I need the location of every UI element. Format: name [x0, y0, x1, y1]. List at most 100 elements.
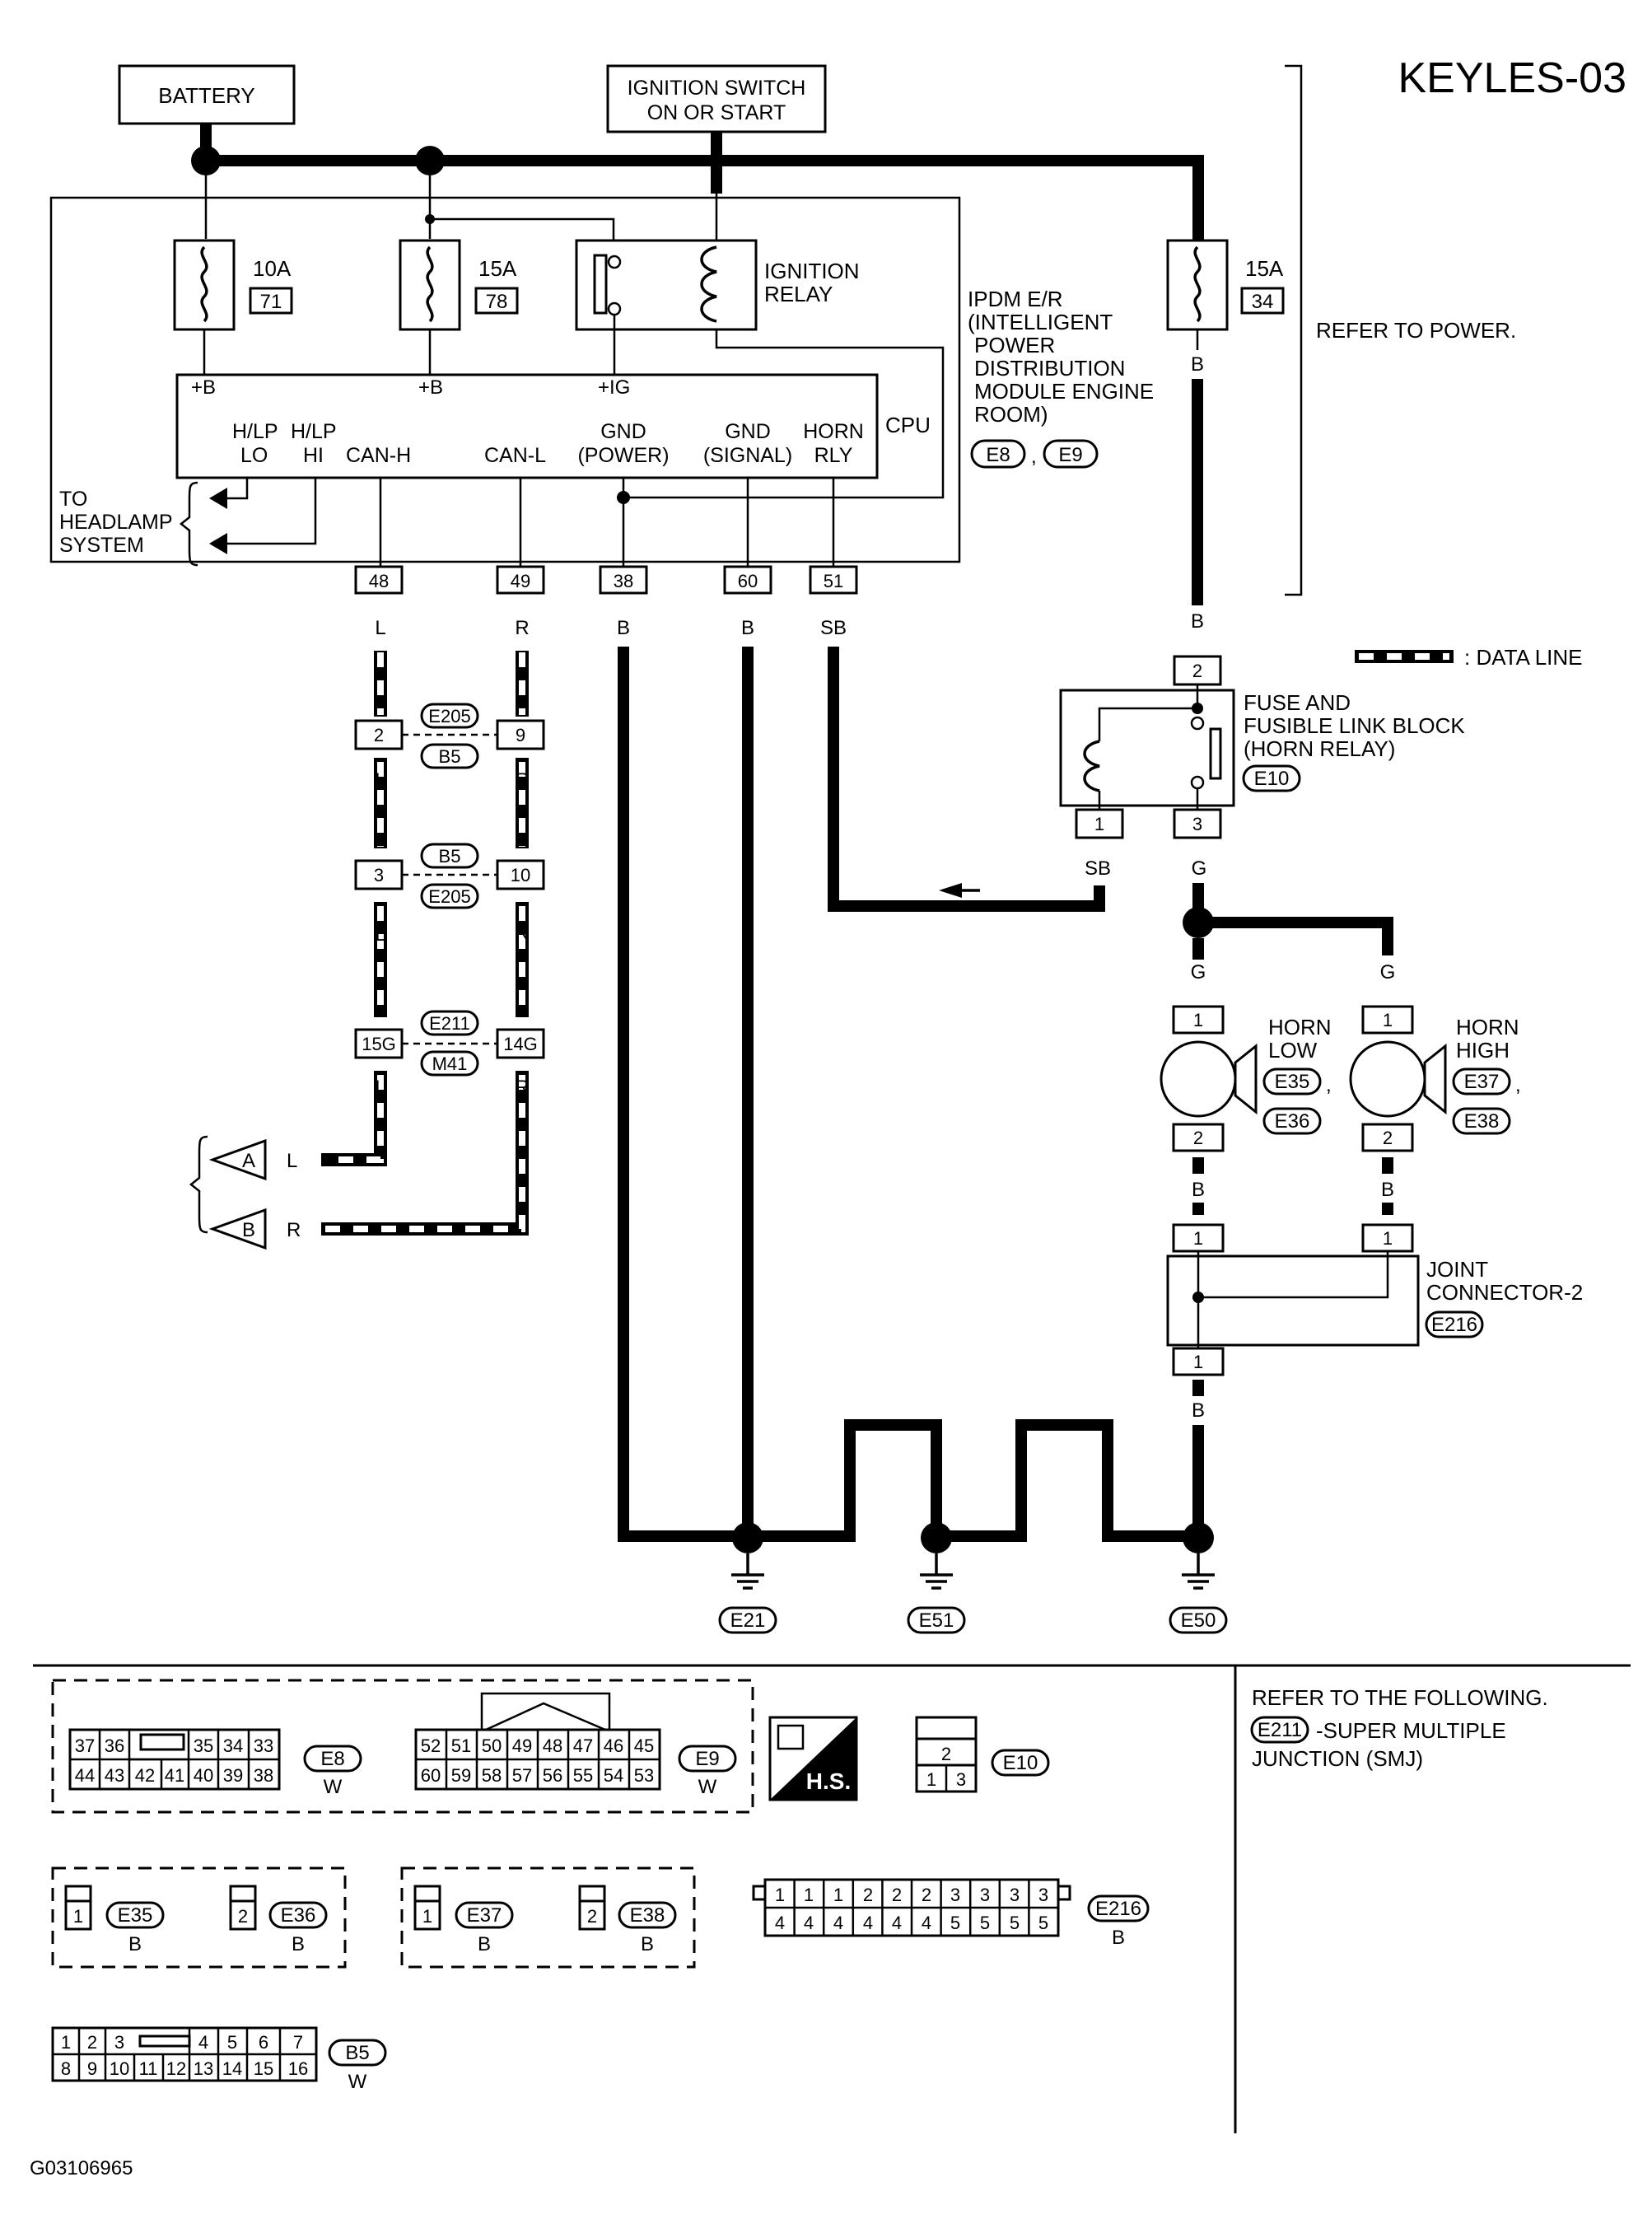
svg-text:5: 5: [227, 2032, 237, 2053]
svg-text:2: 2: [374, 725, 384, 745]
svg-text:+B: +B: [191, 376, 216, 399]
svg-text:-SUPER MULTIPLE: -SUPER MULTIPLE: [1316, 1718, 1506, 1743]
connector-e216: 1 1 1 2 2 2 3 3 3 3 4 4 4 4 4 4 5 5 5 5: [752, 1878, 1071, 1937]
svg-text:34: 34: [223, 1735, 243, 1756]
fuse-34-number: 34: [1252, 291, 1274, 313]
svg-text:W: W: [698, 1776, 717, 1798]
svg-text:4: 4: [775, 1913, 785, 1933]
svg-text:SB: SB: [820, 617, 847, 639]
svg-text:B: B: [741, 617, 754, 639]
svg-text:3: 3: [1192, 814, 1202, 834]
refer-connector: E211: [1258, 1719, 1302, 1741]
top-power-bus: [206, 155, 1204, 243]
svg-text:HORN: HORN: [803, 420, 864, 443]
svg-text:10: 10: [511, 865, 530, 885]
svg-text:B: B: [478, 1933, 491, 1955]
svg-text:5: 5: [1010, 1913, 1020, 1933]
svg-text:HI: HI: [303, 444, 324, 467]
svg-text:10: 10: [110, 2058, 129, 2079]
ground-e50: E50: [1169, 1522, 1228, 1634]
svg-text:4: 4: [892, 1913, 902, 1933]
svg-text:G: G: [1380, 961, 1396, 983]
svg-text:W: W: [324, 1776, 343, 1798]
svg-text:E21: E21: [730, 1609, 766, 1632]
svg-text:ROOM): ROOM): [974, 402, 1048, 427]
svg-text:45: 45: [634, 1735, 654, 1756]
svg-text:16: 16: [288, 2058, 308, 2079]
power-bracket: [1285, 64, 1303, 596]
svg-text:2: 2: [587, 1906, 597, 1927]
svg-text:1: 1: [833, 1885, 843, 1905]
e216-label: E216: [1095, 1898, 1141, 1920]
svg-text:3: 3: [950, 1885, 960, 1905]
svg-text:8: 8: [61, 2058, 71, 2079]
ground-e51: E51: [907, 1522, 966, 1634]
e38-label: E38: [630, 1904, 665, 1927]
svg-text:B: B: [617, 617, 630, 639]
svg-text:2: 2: [922, 1885, 931, 1905]
svg-text:GND: GND: [600, 420, 646, 443]
svg-text:B: B: [1192, 1399, 1205, 1422]
svg-text:2: 2: [238, 1906, 248, 1927]
svg-text:5: 5: [1038, 1913, 1048, 1933]
svg-text:9: 9: [516, 725, 525, 745]
e9-label: E9: [695, 1748, 719, 1770]
svg-text:E37: E37: [1464, 1071, 1500, 1093]
can-l-wire: [321, 1071, 529, 1236]
connector-b5: 1 2 3 4 5 6 7 8 9 10 11 12 13 14 15 16: [51, 2026, 318, 2082]
svg-text:1: 1: [775, 1885, 785, 1905]
svg-text:44: 44: [75, 1765, 95, 1786]
svg-text:3: 3: [1010, 1885, 1020, 1905]
svg-text:G: G: [1192, 857, 1207, 880]
junction-e205-b5: 2 9 E205 B5: [354, 703, 545, 769]
svg-text:40: 40: [194, 1765, 213, 1786]
svg-text:3: 3: [1038, 1885, 1048, 1905]
svg-text:54: 54: [604, 1765, 623, 1786]
svg-text:B: B: [930, 1469, 943, 1492]
gnd-power-wire: [618, 647, 745, 1542]
svg-text:B: B: [1191, 610, 1204, 633]
ipdm-enclosure: [49, 196, 961, 563]
svg-text:2: 2: [1192, 661, 1202, 681]
svg-text:51: 51: [824, 571, 843, 591]
battery-label: BATTERY: [158, 83, 255, 108]
svg-text:B5: B5: [439, 746, 461, 767]
svg-text:W: W: [348, 2071, 367, 2093]
svg-text:1: 1: [1094, 814, 1104, 834]
svg-text:MODULE ENGINE: MODULE ENGINE: [974, 379, 1154, 404]
svg-text:2: 2: [941, 1744, 951, 1764]
junction-b5-e205: 3 10 B5 E205: [354, 843, 545, 909]
horn-relay-wire: [828, 647, 1105, 912]
e8-label: E8: [320, 1748, 344, 1770]
svg-text:15: 15: [254, 2058, 273, 2079]
svg-text:RLY: RLY: [814, 444, 853, 467]
svg-text:60: 60: [738, 571, 758, 591]
svg-text:5: 5: [950, 1913, 960, 1933]
ipdm-name-1: IPDM E/R: [968, 287, 1063, 311]
svg-text:1: 1: [61, 2032, 71, 2053]
can-h-wire: [321, 1071, 387, 1166]
svg-text:R: R: [287, 1219, 301, 1241]
svg-text:9: 9: [87, 2058, 97, 2079]
svg-text:B: B: [641, 1933, 654, 1955]
svg-text:35: 35: [194, 1735, 213, 1756]
fuse-71-number: 71: [260, 291, 282, 313]
svg-text:L: L: [287, 1150, 297, 1172]
svg-text:49: 49: [511, 571, 530, 591]
svg-text:B: B: [1191, 353, 1204, 376]
svg-text:50: 50: [482, 1735, 502, 1756]
svg-text:+B: +B: [418, 376, 443, 399]
battery-box: [118, 64, 296, 125]
svg-text:1: 1: [73, 1906, 83, 1927]
svg-text:1: 1: [1383, 1228, 1393, 1249]
svg-text:B: B: [1101, 1469, 1114, 1492]
svg-text:52: 52: [421, 1735, 441, 1756]
e35-e36-group: [51, 1866, 347, 1969]
junction-e211-m41: 15G 14G E211 M41: [354, 1010, 545, 1077]
ipdm-connector-e9: E9: [1058, 444, 1082, 466]
svg-text:B: B: [1112, 1927, 1125, 1949]
svg-text:B: B: [843, 1469, 856, 1492]
connector-e9: 52 51 50 49 48 47 46 45 60 59 58 57 56 5…: [414, 1692, 661, 1791]
svg-text:47: 47: [573, 1735, 593, 1756]
svg-text:1: 1: [1383, 1010, 1393, 1030]
